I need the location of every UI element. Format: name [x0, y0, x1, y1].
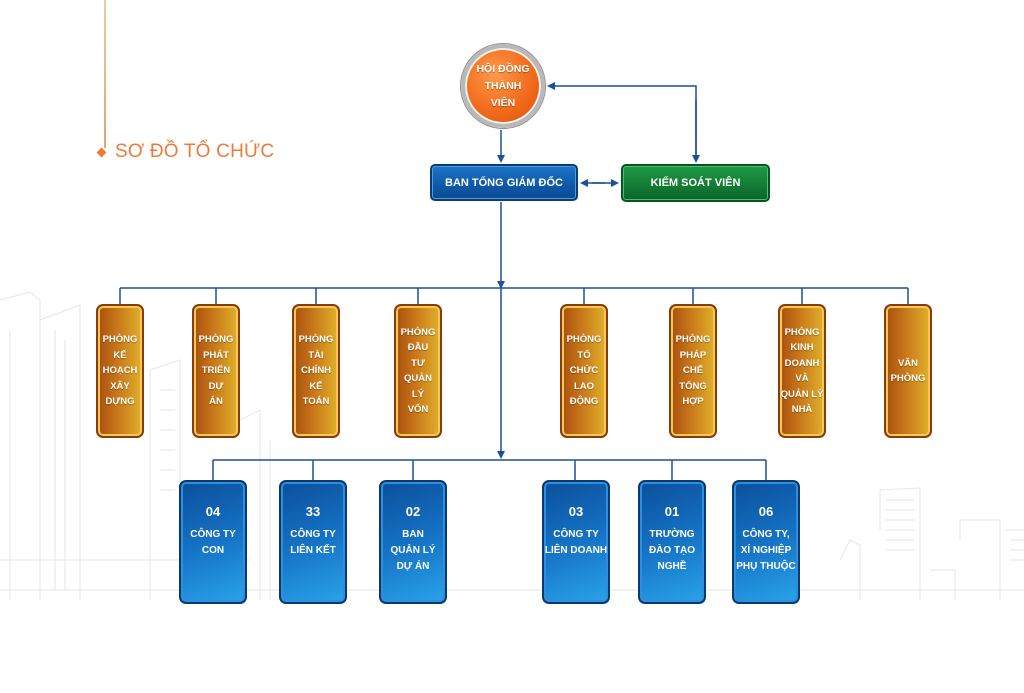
unit-count: 04 [205, 504, 221, 519]
department-label: PHÒNG ĐẦU TƯ QUẢN LÝ VỐN [400, 326, 436, 416]
department-node: PHÒNG TÀI CHÍNH KẾ TOÁN [292, 304, 340, 438]
node-label: KIỂM SOÁT VIÊN [650, 177, 741, 189]
department-node: PHÒNG PHÁT TRIỂN DỰ ÁN [192, 304, 240, 438]
unit-label: CÔNG TY CON [190, 529, 236, 556]
department-node: PHÒNG KINH DOANH VÀ QUẢN LÝ NHÀ [778, 304, 826, 438]
department-node: VĂN PHÒNG [884, 304, 932, 438]
department-label: VĂN PHÒNG [890, 357, 926, 385]
node-label: BAN TỔNG GIÁM ĐỐC [445, 176, 563, 189]
department-label: PHÒNG PHÁP CHẾ TỔNG HỢP [675, 334, 711, 408]
unit-label: CÔNG TY, XÍ NGHIỆP PHỤ THUỘC [736, 529, 796, 572]
unit-count: 01 [664, 504, 680, 519]
department-label: PHÒNG TỔ CHỨC LAO ĐỘNG [566, 334, 602, 408]
node-label: HỘI ĐỒNG THÀNH VIÊN [476, 62, 530, 109]
unit-count: 02 [405, 504, 421, 519]
unit-node: 04 CÔNG TY CON [179, 480, 247, 604]
department-label: PHÒNG PHÁT TRIỂN DỰ ÁN [198, 334, 234, 408]
unit-node: 02 BAN QUẢN LÝ DỰ ÁN [379, 480, 447, 604]
department-node: PHÒNG KẾ HOẠCH XÂY DỰNG [96, 304, 144, 438]
department-label: PHÒNG KINH DOANH VÀ QUẢN LÝ NHÀ [780, 326, 824, 416]
page-title-group: SƠ ĐỒ TỔ CHỨC [96, 141, 275, 163]
unit-count: 33 [305, 504, 321, 519]
decorative-vertical-line [104, 0, 106, 148]
department-label: PHÒNG TÀI CHÍNH KẾ TOÁN [298, 334, 334, 408]
department-node: PHÒNG TỔ CHỨC LAO ĐỘNG [560, 304, 608, 438]
unit-node: 03 CÔNG TY LIÊN DOANH [542, 480, 610, 604]
unit-label: CÔNG TY LIÊN KẾT [290, 529, 336, 556]
node-board-of-members: HỘI ĐỒNG THÀNH VIÊN [461, 44, 545, 128]
page-title: SƠ ĐỒ TỔ CHỨC [115, 141, 275, 162]
node-executive-board: BAN TỔNG GIÁM ĐỐC [430, 164, 578, 201]
unit-label: TRƯỜNG ĐÀO TẠO NGHỀ [648, 529, 696, 572]
unit-count: 06 [758, 504, 774, 519]
department-node: PHÒNG ĐẦU TƯ QUẢN LÝ VỐN [394, 304, 442, 438]
unit-node: 06 CÔNG TY, XÍ NGHIỆP PHỤ THUỘC [732, 480, 800, 604]
unit-node: 33 CÔNG TY LIÊN KẾT [279, 480, 347, 604]
unit-label: CÔNG TY LIÊN DOANH [544, 529, 608, 556]
department-label: PHÒNG KẾ HOẠCH XÂY DỰNG [102, 334, 138, 408]
department-node: PHÒNG PHÁP CHẾ TỔNG HỢP [669, 304, 717, 438]
unit-count: 03 [568, 504, 584, 519]
diamond-bullet-icon [96, 147, 107, 157]
unit-node: 01 TRƯỜNG ĐÀO TẠO NGHỀ [638, 480, 706, 604]
unit-label: BAN QUẢN LÝ DỰ ÁN [390, 529, 436, 572]
node-supervisor: KIỂM SOÁT VIÊN [621, 164, 770, 202]
